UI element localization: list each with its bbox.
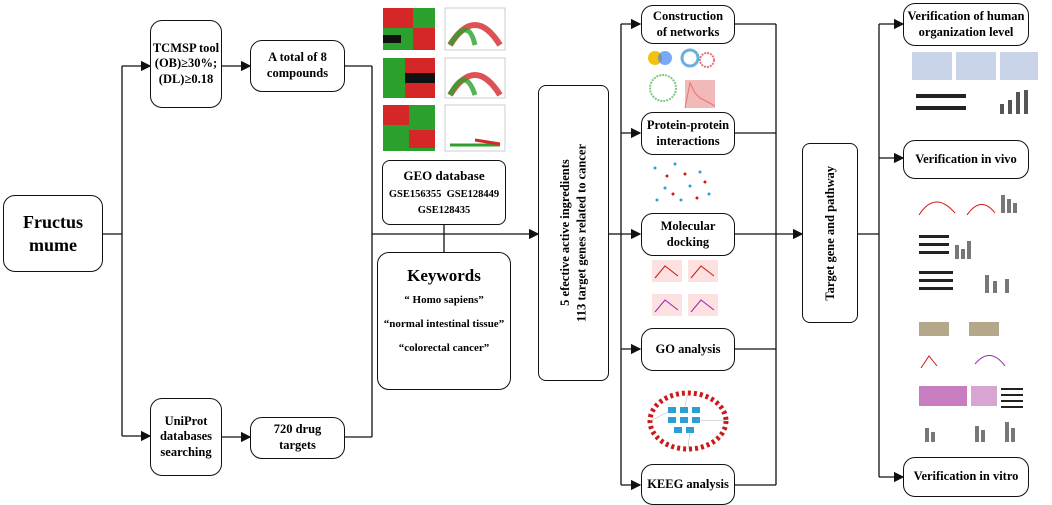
analysis-line: docking: [666, 234, 710, 249]
heatmap-1: [383, 8, 435, 50]
human-tissue-figure: [912, 52, 1038, 114]
verification-line: Verification in vitro: [913, 469, 1019, 484]
in-vivo-figure: [918, 195, 1017, 293]
verification-line: organization level: [918, 24, 1014, 39]
analysis-line: Protein-protein: [646, 117, 730, 132]
geo-title: GEO database: [403, 168, 485, 184]
keeg-analysis-box: KEEG analysis: [641, 464, 735, 505]
uniprot-line: searching: [160, 444, 212, 459]
summary-line: 5 efective active ingredients: [558, 159, 573, 307]
verification-line: Verification of human: [907, 8, 1025, 23]
verification-in-vivo-box: Verification in vivo: [903, 140, 1029, 179]
fructus-mume-box: Fructus mume: [3, 195, 103, 272]
drug-targets-line: 720 drug: [273, 422, 322, 437]
analysis-line: Molecular: [660, 218, 716, 233]
heatmap-3: [383, 105, 435, 151]
compounds-line: A total of 8: [268, 50, 327, 65]
drug-targets-line: targets: [279, 438, 316, 452]
summary-text: 5 efective active ingredients 113 target…: [557, 144, 590, 322]
compounds-line: compounds: [266, 66, 329, 80]
drug-targets-box: 720 drug targets: [250, 417, 345, 459]
protein-protein-interactions-box: Protein-protein interactions: [641, 112, 735, 155]
geo-ids: GSE128435: [417, 204, 471, 216]
summary-box: 5 efective active ingredients 113 target…: [538, 85, 609, 381]
tcmsp-tool-box: TCMSP tool (OB)≥30%; (DL)≥0.18: [150, 20, 222, 108]
summary-line: 113 target genes related to cancer: [574, 144, 589, 322]
go-analysis-box: GO analysis: [641, 328, 735, 371]
analysis-line: interactions: [656, 133, 720, 148]
keyword-item: “ Homo sapiens”: [404, 294, 484, 307]
uniprot-line: UniProt: [164, 413, 208, 428]
uniprot-line: databases: [159, 429, 213, 444]
verification-in-vitro-box: Verification in vitro: [903, 457, 1029, 497]
tcmsp-line: (OB)≥30%;: [154, 56, 218, 71]
compounds-box: A total of 8 compounds: [250, 40, 345, 92]
keeg-network-figure: [647, 390, 729, 452]
target-gene-pathway-box: Target gene and pathway: [802, 143, 858, 323]
keywords-box: Keywords “ Homo sapiens” “normal intesti…: [377, 252, 511, 390]
verification-human-box: Verification of human organization level: [903, 3, 1029, 46]
target-label: Target gene and pathway: [822, 165, 837, 301]
tcmsp-line: TCMSP tool: [152, 40, 220, 55]
construction-of-networks-box: Construction of networks: [641, 5, 735, 44]
volcano-plots: [444, 7, 506, 152]
keywords-title: Keywords: [407, 266, 481, 285]
geo-heatmap-volcano-figure: [383, 7, 506, 152]
ppi-network-figure: [653, 162, 711, 202]
verification-line: Verification in vivo: [915, 151, 1017, 166]
analysis-line: KEEG analysis: [647, 476, 729, 491]
fructus-mume-label: Fructus mume: [23, 212, 83, 255]
keyword-item: “colorectal cancer”: [398, 341, 490, 354]
molecular-docking-figure: [652, 260, 718, 316]
analysis-line: GO analysis: [655, 341, 721, 356]
uniprot-box: UniProt databases searching: [150, 398, 222, 476]
molecular-docking-box: Molecular docking: [641, 213, 735, 256]
analysis-line: Construction: [652, 8, 724, 23]
keyword-item: “normal intestinal tissue”: [383, 318, 505, 330]
geo-database-box: GEO database GSE156355 GSE128449 GSE1284…: [382, 160, 506, 225]
geo-ids: GSE156355 GSE128449: [388, 188, 500, 200]
network-construction-figure: [648, 48, 716, 109]
heatmap-2: [383, 58, 435, 98]
in-vitro-figure: [919, 322, 1023, 442]
tcmsp-line: (DL)≥0.18: [158, 71, 214, 86]
analysis-line: of networks: [656, 24, 720, 39]
